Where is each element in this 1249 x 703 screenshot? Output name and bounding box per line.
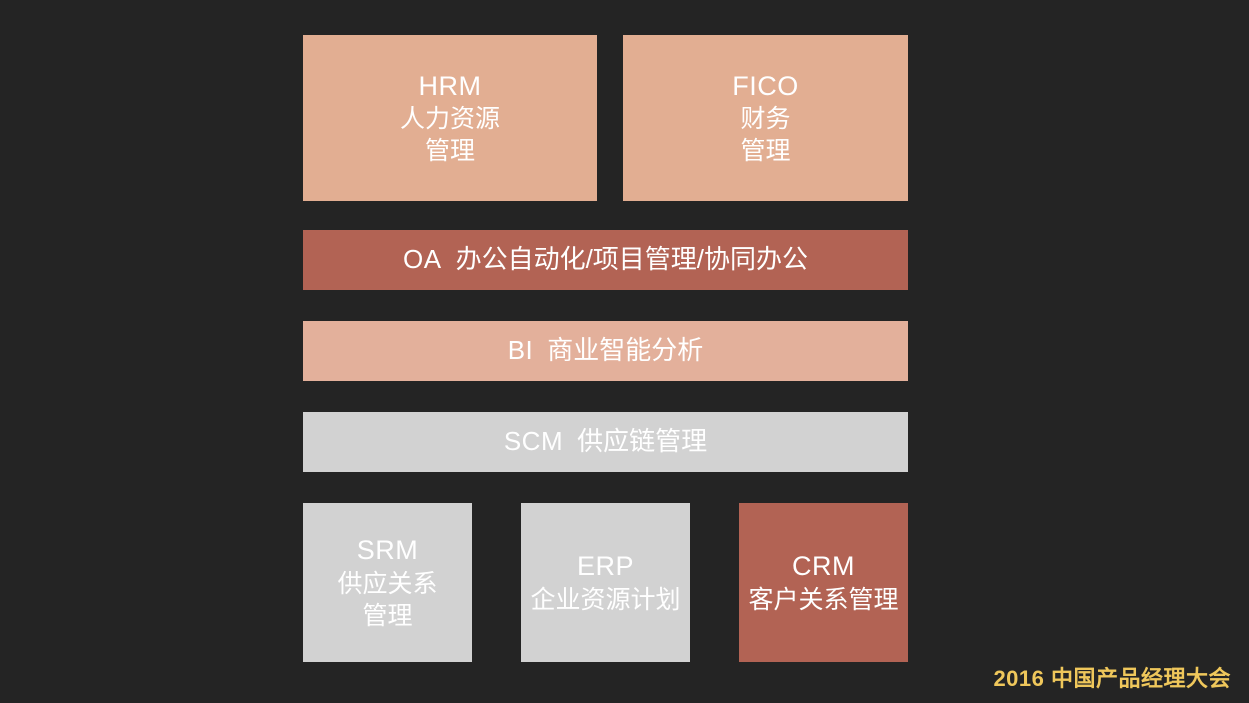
module-code-erp: ERP	[576, 551, 635, 582]
module-box-hrm[interactable]: HRM 人力资源 管理	[303, 35, 597, 201]
module-code-bi: BI	[507, 335, 534, 366]
module-box-bi[interactable]: BI 商业智能分析	[303, 321, 908, 381]
module-desc-hrm-line-1: 人力资源	[399, 105, 500, 134]
module-code-oa: OA	[402, 244, 442, 275]
module-box-scm[interactable]: SCM 供应链管理	[303, 412, 908, 472]
module-desc-crm-line-1: 客户关系管理	[748, 585, 899, 614]
module-desc-fico-line-1: 财务	[740, 105, 791, 134]
module-desc-erp-line-1: 企业资源计划	[530, 585, 681, 614]
module-code-scm: SCM	[503, 426, 564, 457]
module-desc-srm-line-2: 管理	[362, 601, 413, 630]
module-code-fico: FICO	[732, 70, 799, 101]
module-box-fico[interactable]: FICO 财务 管理	[623, 35, 908, 201]
module-desc-srm-line-1: 供应关系	[337, 569, 438, 598]
conference-watermark: 2016 中国产品经理大会	[993, 666, 1231, 691]
module-desc-scm: 供应链管理	[577, 426, 708, 457]
module-box-srm[interactable]: SRM 供应关系 管理	[303, 503, 472, 662]
module-desc-hrm-line-2: 管理	[424, 137, 475, 166]
module-desc-bi: 商业智能分析	[547, 335, 704, 366]
module-box-oa[interactable]: OA 办公自动化/项目管理/协同办公	[303, 230, 908, 290]
module-code-crm: CRM	[792, 551, 855, 582]
module-desc-fico-line-2: 管理	[740, 137, 791, 166]
module-box-crm[interactable]: CRM 客户关系管理	[739, 503, 908, 662]
module-code-srm: SRM	[356, 535, 419, 566]
module-box-erp[interactable]: ERP 企业资源计划	[521, 503, 690, 662]
module-desc-oa: 办公自动化/项目管理/协同办公	[455, 244, 809, 275]
module-code-hrm: HRM	[418, 70, 482, 101]
